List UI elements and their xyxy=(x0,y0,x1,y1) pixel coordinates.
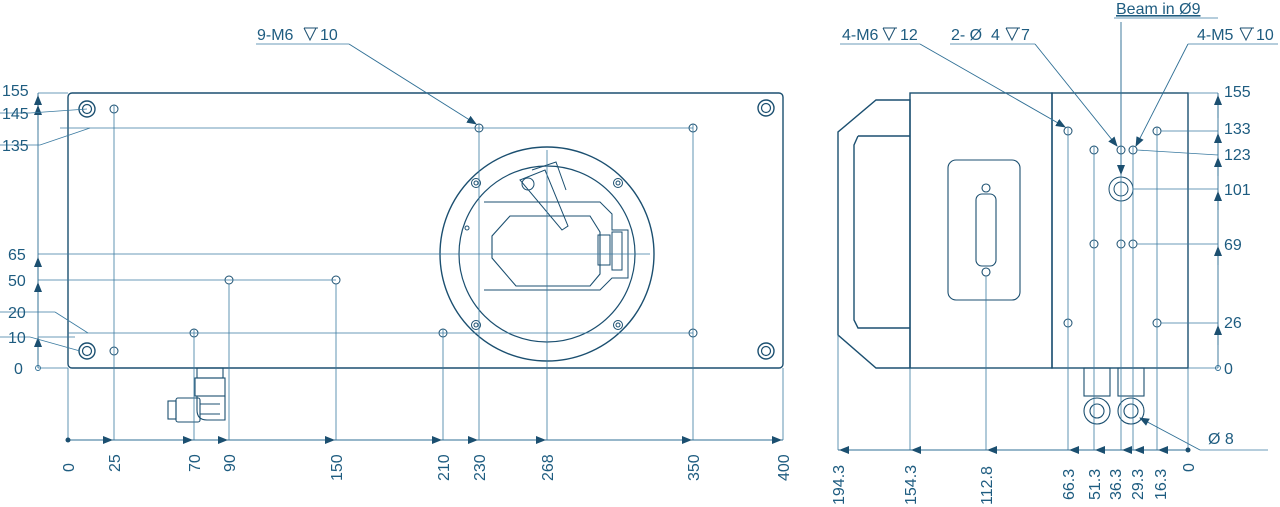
side-y-label-123: 123 xyxy=(1224,147,1251,164)
side-x-label-0: 0 xyxy=(1181,463,1198,472)
front-plate-outline xyxy=(67,92,784,369)
beam-callout: Beam in Ø9 xyxy=(1114,1,1218,175)
side-x-label-112-8: 112.8 xyxy=(979,466,996,505)
front-x-label-90: 90 xyxy=(222,454,239,472)
side-x-label-66-3: 66.3 xyxy=(1061,469,1078,500)
side-fittings xyxy=(1083,367,1145,425)
front-y-label-50: 50 xyxy=(8,273,26,290)
depth-symbol-icon xyxy=(882,27,897,42)
front-reference-lines xyxy=(38,92,784,440)
front-y-label-0: 0 xyxy=(14,361,23,378)
side-x-label-16-3: 16.3 xyxy=(1153,469,1170,500)
corner-bolt-bottom-left xyxy=(78,342,96,360)
front-callout-depth: 10 xyxy=(320,27,338,44)
front-y-label-155: 155 xyxy=(2,83,29,100)
side-holes-callout: 2- Ø 4 7 xyxy=(950,27,1118,147)
side-x-label-29-3: 29.3 xyxy=(1130,469,1147,500)
side-y-label-101: 101 xyxy=(1224,182,1251,199)
front-y-label-145: 145 xyxy=(2,106,29,123)
side-view: 155 133 123 101 69 26 0 194.3 154.3 112.… xyxy=(831,1,1278,505)
corner-bolt-top-right xyxy=(757,99,775,117)
front-x-label-150: 150 xyxy=(329,454,346,481)
front-x-label-0: 0 xyxy=(61,463,78,472)
front-horizontal-axis xyxy=(65,436,783,444)
pneumatic-fitting xyxy=(167,367,226,423)
side-y-label-69: 69 xyxy=(1224,237,1242,254)
side-callout-holes-prefix: 2- Ø 4 xyxy=(951,27,1000,44)
side-x-label-194-3: 194.3 xyxy=(831,465,848,505)
side-thread-callout-left: 4-M6 12 xyxy=(840,27,1066,128)
side-x-label-154-3: 154.3 xyxy=(903,465,920,505)
front-y-label-20: 20 xyxy=(8,305,26,322)
side-callout-left-threads: 4-M6 xyxy=(842,27,879,44)
front-x-label-230: 230 xyxy=(472,454,489,481)
beam-callout-label: Beam in Ø9 xyxy=(1116,1,1201,18)
side-thread-callout-right: 4-M5 10 xyxy=(1135,27,1278,147)
front-x-label-70: 70 xyxy=(187,454,204,472)
side-reference-lines xyxy=(837,40,1219,450)
side-horizontal-axis xyxy=(838,446,1191,454)
side-x-label-51-3: 51.3 xyxy=(1087,469,1104,500)
side-callout-right-depth: 10 xyxy=(1256,27,1274,44)
front-vertical-axis xyxy=(0,93,91,371)
front-x-label-268: 268 xyxy=(540,454,557,481)
front-y-label-65: 65 xyxy=(8,247,26,264)
side-y-label-0: 0 xyxy=(1224,361,1233,378)
side-vertical-axis xyxy=(1214,93,1222,371)
side-callout-holes-depth: 7 xyxy=(1021,27,1030,44)
diameter-callout: Ø 8 xyxy=(1139,417,1268,451)
front-thread-callout: 9-M6 10 xyxy=(256,27,477,125)
front-x-label-210: 210 xyxy=(436,454,453,481)
db25-connector xyxy=(947,159,1021,301)
side-x-label-36-3: 36.3 xyxy=(1108,469,1125,500)
depth-symbol-icon xyxy=(1239,27,1254,42)
front-view: 155 145 135 65 50 20 10 0 0 25 70 90 150… xyxy=(0,27,793,481)
side-body xyxy=(837,92,1189,369)
side-y-label-26: 26 xyxy=(1224,315,1242,332)
front-x-label-350: 350 xyxy=(686,454,703,481)
depth-symbol-icon xyxy=(1005,27,1020,42)
side-callout-right-threads: 4-M5 xyxy=(1197,27,1234,44)
front-callout-threads: 9-M6 xyxy=(257,27,294,44)
front-y-label-135: 135 xyxy=(2,138,29,155)
side-callout-left-depth: 12 xyxy=(900,27,918,44)
side-y-label-133: 133 xyxy=(1224,121,1251,138)
front-x-label-25: 25 xyxy=(107,454,124,472)
front-x-label-400: 400 xyxy=(776,454,793,481)
corner-bolt-bottom-right xyxy=(757,342,775,360)
depth-symbol-icon xyxy=(303,27,318,42)
front-y-label-10: 10 xyxy=(8,330,26,347)
diameter-label: Ø 8 xyxy=(1208,431,1234,448)
side-holes xyxy=(1063,126,1162,328)
mounting-holes xyxy=(109,104,698,356)
side-y-label-155: 155 xyxy=(1224,84,1251,101)
